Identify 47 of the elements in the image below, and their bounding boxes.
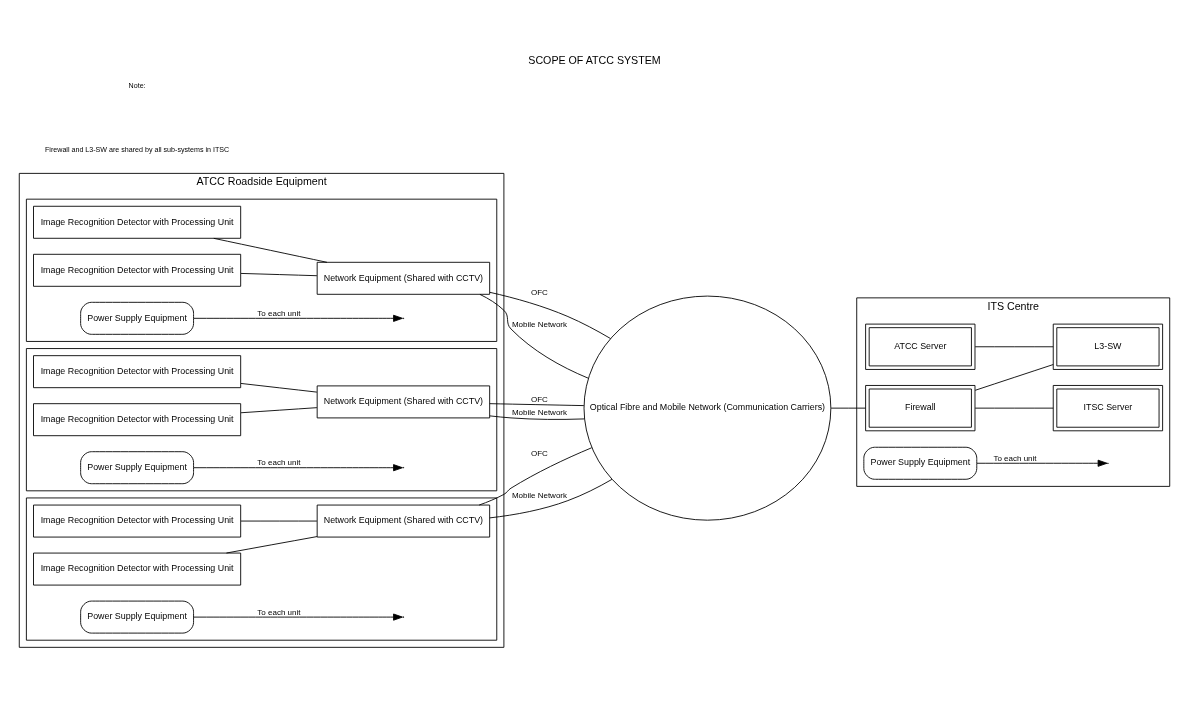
cluster — [25, 348, 498, 492]
node-box: Power Supply Equipment — [863, 446, 978, 480]
node-box: Image Recognition Detector with Processing Unit — [33, 504, 242, 538]
connector — [489, 403, 585, 407]
node-box: Power Supply Equipment — [80, 301, 194, 335]
connector — [974, 346, 1054, 348]
edge-label: OFC — [531, 288, 548, 298]
node-box: Image Recognition Detector with Processing Unit — [33, 552, 242, 586]
cluster — [25, 497, 498, 641]
node-box: Network Equipment (Shared with CCTV) — [316, 504, 491, 538]
cluster — [25, 198, 498, 342]
edge-label: OFC — [531, 395, 548, 405]
connector — [974, 364, 1054, 391]
connector — [489, 415, 585, 420]
edge-label: Mobile Network — [511, 408, 568, 418]
edge-label: To each unit — [257, 308, 301, 318]
node-box: Power Supply Equipment — [80, 451, 194, 485]
arrow — [193, 464, 403, 472]
arrow — [193, 314, 403, 322]
connector — [478, 447, 593, 506]
edge-label: To each unit — [257, 607, 301, 617]
connector — [226, 536, 318, 554]
connector — [240, 383, 318, 393]
connector — [489, 291, 611, 339]
connector — [974, 407, 1054, 409]
connector — [479, 293, 589, 379]
connector — [240, 407, 318, 414]
node-box: Image Recognition Detector with Processing Unit — [33, 355, 242, 389]
connector — [489, 478, 613, 519]
node-box: Power Supply Equipment — [80, 600, 194, 634]
node-box: Image Recognition Detector with Processing Unit — [33, 253, 242, 287]
connector — [830, 407, 866, 409]
arrow — [193, 613, 403, 621]
arrow — [976, 459, 1108, 467]
edge-label: OFC — [531, 449, 548, 459]
node-box: Network Equipment (Shared with CCTV) — [316, 261, 491, 295]
edge-label: To each unit — [257, 458, 301, 468]
node-box: Image Recognition Detector with Processing Unit — [33, 403, 242, 437]
node-circle: Optical Fibre and Mobile Network (Communication Carriers) — [583, 295, 832, 521]
node-box: Network Equipment (Shared with CCTV) — [316, 385, 491, 419]
edge-label: Mobile Network — [511, 491, 568, 501]
edge-label: Mobile Network — [511, 319, 568, 329]
edge-label: To each unit — [993, 453, 1037, 463]
connector — [240, 272, 318, 277]
node-box: Image Recognition Detector with Processing Unit — [33, 205, 242, 239]
diagram-title: SCOPE OF ATCC SYSTEM — [528, 53, 661, 66]
connector — [240, 520, 318, 522]
